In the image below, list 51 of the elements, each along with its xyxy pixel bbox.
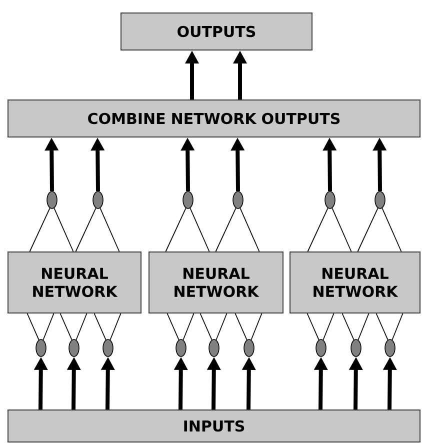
connection-line (76, 313, 88, 340)
neuron-node (68, 339, 80, 357)
connection-line (215, 208, 236, 252)
connection-line (165, 208, 186, 252)
connection-line (216, 313, 228, 340)
connection-line (234, 313, 248, 340)
network-box: NEURAL NETWORK (8, 252, 142, 314)
network-box: NEURAL NETWORK (290, 252, 420, 314)
connection-line (357, 208, 378, 252)
connection-line (307, 208, 328, 252)
neuron-node (232, 191, 244, 209)
neuron-node (46, 191, 58, 209)
connection-line (342, 313, 354, 340)
connection-line (110, 313, 122, 340)
connection-line (200, 313, 212, 340)
neuron-node (244, 339, 254, 357)
connection-line (42, 313, 54, 340)
connection-line (60, 313, 72, 340)
neuron-node (350, 339, 362, 357)
connection-line (382, 208, 402, 252)
connection-line (29, 208, 50, 252)
connection-line (358, 313, 370, 340)
output-box: OUTPUTS (120, 12, 312, 50)
input-box: INPUTS (8, 410, 420, 442)
connection-line (190, 208, 210, 252)
connection-line (250, 313, 262, 340)
connection-line (332, 208, 352, 252)
neuron-node (316, 339, 326, 357)
combine-box: COMBINE NETWORK OUTPUTS (8, 100, 420, 138)
connection-line (182, 313, 194, 340)
neuron-node (182, 191, 194, 209)
connection-line (322, 313, 334, 340)
neuron-node (384, 339, 396, 357)
connection-line (100, 208, 120, 252)
connection-line (392, 313, 404, 340)
connection-line (376, 313, 388, 340)
neuron-node (176, 339, 186, 357)
neuron-node (324, 191, 336, 209)
connection-line (94, 313, 106, 340)
connection-line (306, 313, 320, 340)
neuron-node (36, 339, 46, 357)
neuron-node (92, 191, 104, 209)
network-box: NEURAL NETWORK (148, 252, 284, 314)
connection-line (166, 313, 180, 340)
connection-line (26, 313, 40, 340)
connection-line (75, 208, 96, 252)
connection-line (54, 208, 74, 252)
neuron-node (102, 339, 114, 357)
neuron-node (374, 191, 386, 209)
neuron-node (208, 339, 220, 357)
connection-line (240, 208, 260, 252)
